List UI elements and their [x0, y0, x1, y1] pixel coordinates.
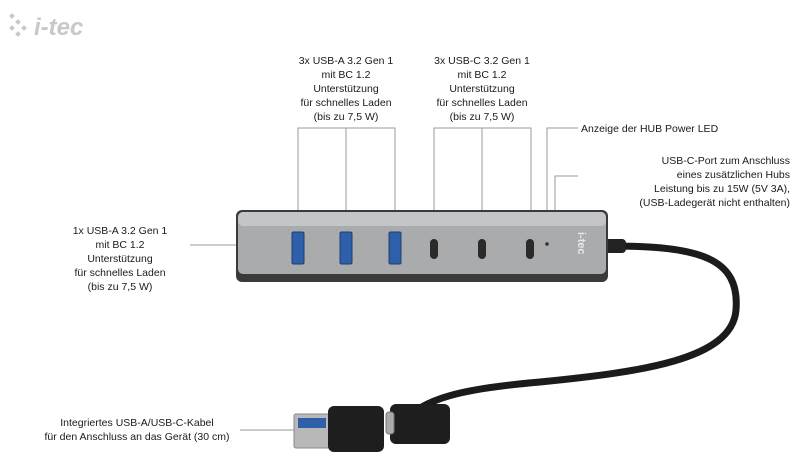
hub-body	[236, 210, 608, 282]
leader-lines	[190, 127, 578, 431]
logo-text: i-tec	[34, 14, 83, 41]
hub-body-logo: i-tec	[575, 232, 587, 255]
callout-usba-top: 3x USB-A 3.2 Gen 1 mit BC 1.2 Unterstütz…	[298, 55, 394, 123]
brand-logo: i-tec	[8, 6, 118, 51]
callout-usbc-power: USB-C-Port zum Anschluss eines zusätzlic…	[639, 155, 790, 209]
usb-c-port-2	[478, 239, 486, 259]
callout-usbc-top: 3x USB-C 3.2 Gen 1 mit BC 1.2 Unterstütz…	[434, 55, 530, 123]
usb-c-ports	[430, 239, 534, 259]
leader-usbc-top	[433, 127, 532, 212]
usb-a-port-1	[291, 231, 305, 265]
usb-c-connector	[385, 404, 450, 444]
leader-usbc-power	[554, 175, 578, 212]
usb-c-port-3	[526, 239, 534, 259]
logo-mark-icon	[9, 13, 27, 37]
power-led-icon	[545, 242, 549, 246]
callout-cable: Integriertes USB-A/USB-C-Kabel für den A…	[44, 417, 230, 443]
usb-a-port-2	[339, 231, 353, 265]
callout-usba-side: 1x USB-A 3.2 Gen 1 mit BC 1.2 Unterstütz…	[72, 225, 168, 293]
usb-a-connector	[293, 406, 384, 452]
usb-a-ports	[291, 231, 402, 265]
hub-cable	[416, 242, 740, 412]
leader-usba-top	[297, 127, 396, 212]
callout-power-led: Anzeige der HUB Power LED	[581, 123, 719, 135]
usb-a-port-3	[388, 231, 402, 265]
leader-power-led	[546, 127, 578, 240]
usb-c-port-1	[430, 239, 438, 259]
